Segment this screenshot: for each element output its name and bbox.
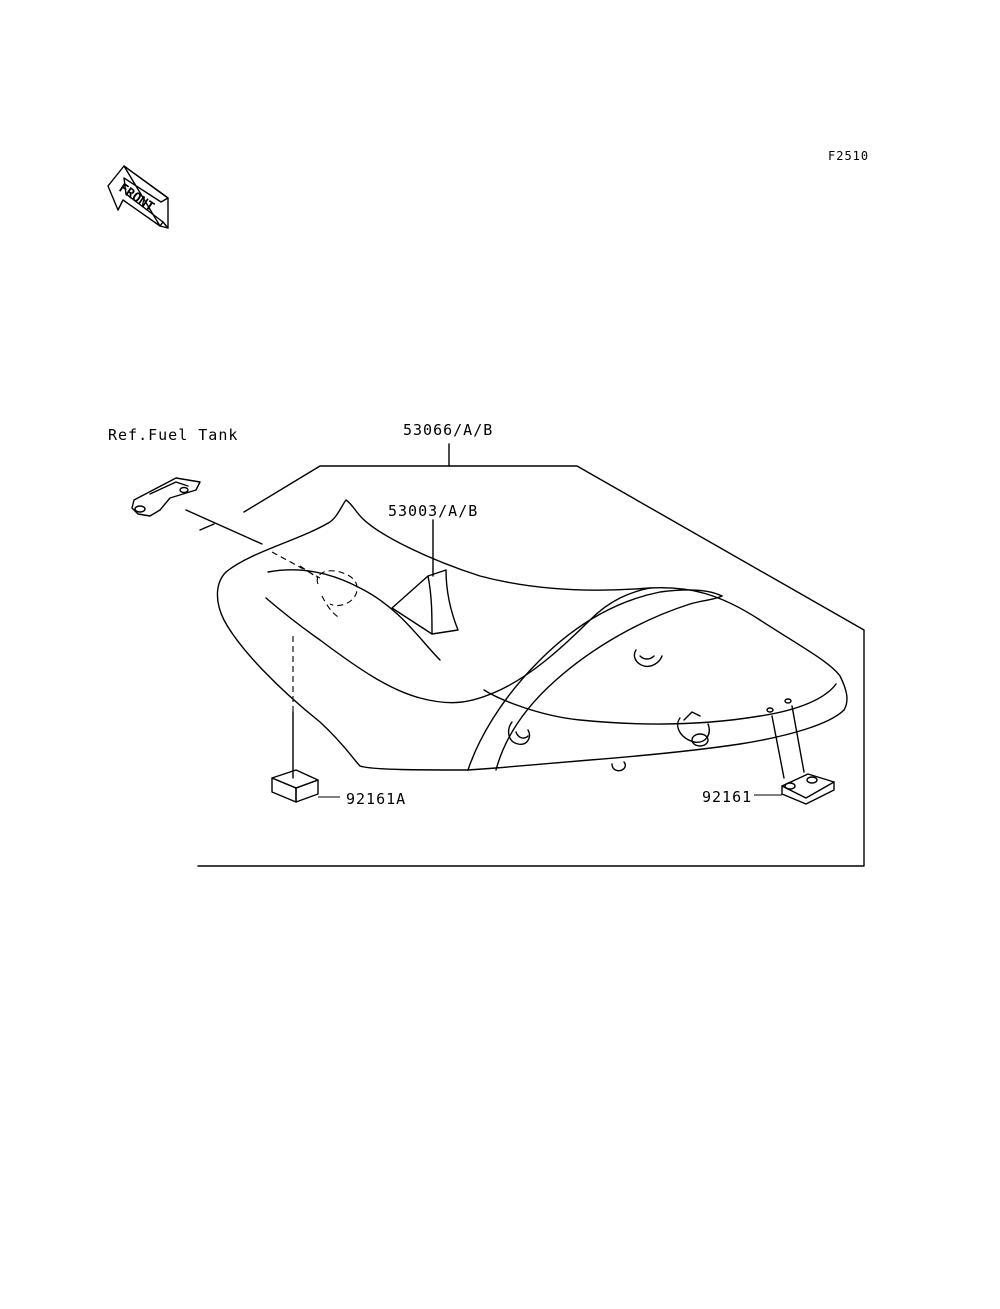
seat-body [216,499,848,772]
seat-cover-patch [391,519,459,635]
damper-right [754,705,835,805]
fuel-tank-bracket [131,477,263,545]
rear-hooks [507,649,792,747]
part-number-seat-assembly: 53066/A/B [403,421,494,439]
damper-left [271,636,340,803]
figure-code: F2510 [828,149,870,163]
front-hook [299,565,358,619]
assembly-bracket [197,443,865,867]
front-arrow-icon: FRONT [107,165,169,229]
reference-label: Ref.Fuel Tank [108,426,239,444]
part-number-damper-right: 92161 [702,788,753,806]
part-number-seat-cover: 53003/A/B [388,502,479,520]
part-number-damper-left: 92161A [346,790,407,808]
